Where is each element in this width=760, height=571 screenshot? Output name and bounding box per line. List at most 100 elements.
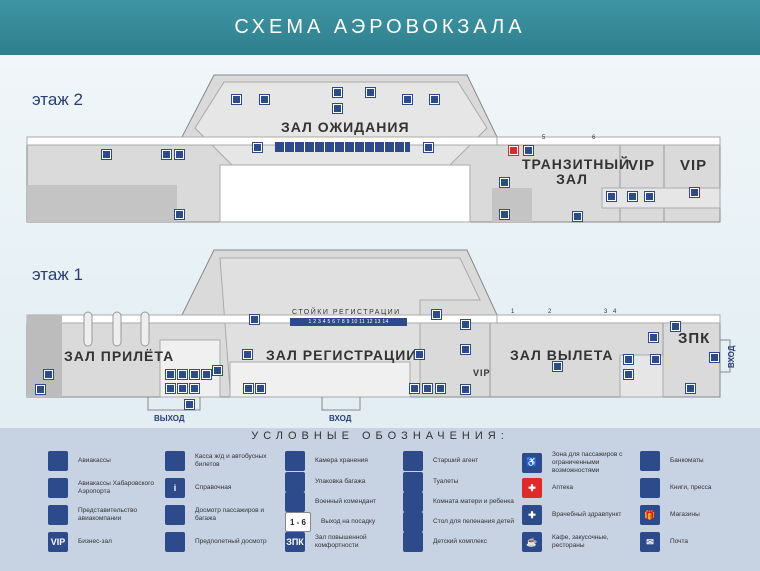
airline-rep-icon bbox=[48, 505, 68, 525]
legend-item: VIP Бизнес-зал bbox=[48, 532, 166, 552]
gate-2-label: 2 bbox=[548, 309, 552, 315]
atm-icon bbox=[259, 94, 270, 105]
train-icon bbox=[165, 451, 185, 471]
gate-4-label: 4 bbox=[613, 309, 617, 315]
ticket-icon bbox=[48, 451, 68, 471]
toilet-icon bbox=[243, 383, 254, 394]
legend-item: Военный комендант bbox=[285, 492, 403, 512]
legend-label: Бизнес-зал bbox=[78, 538, 112, 546]
entrance-checkin: ВХОД bbox=[329, 414, 352, 423]
legend-label: Упаковка багажа bbox=[315, 478, 366, 486]
legend-label: Авиакассы bbox=[78, 457, 111, 465]
exit-arrivals: ВЫХОД bbox=[154, 414, 185, 423]
gate-5-label: 5 bbox=[542, 135, 546, 141]
toilet-icon bbox=[409, 383, 420, 394]
floor-1-label: этаж 1 bbox=[32, 265, 83, 284]
rocking-horse-icon bbox=[403, 532, 423, 552]
cafe-icon bbox=[332, 103, 343, 114]
rocking-horse-icon bbox=[572, 211, 583, 222]
cafe-icon bbox=[101, 149, 112, 160]
gift-shop-icon bbox=[552, 361, 563, 372]
atm-icon bbox=[402, 94, 413, 105]
cafe-icon bbox=[689, 187, 700, 198]
ticket-icon bbox=[48, 478, 68, 498]
toilet-icon bbox=[670, 321, 681, 332]
vip-icon: VIP bbox=[48, 532, 68, 552]
gift-shop-icon bbox=[623, 369, 634, 380]
atm-icon bbox=[231, 94, 242, 105]
legend-item: Досмотр пассажиров и багажа bbox=[165, 505, 283, 525]
security-scan-icon bbox=[460, 384, 471, 395]
mother-child-icon bbox=[403, 492, 423, 512]
cafe-icon bbox=[499, 209, 510, 220]
ticket-icon bbox=[242, 349, 253, 360]
train-icon bbox=[177, 369, 188, 380]
wheelchair-icon bbox=[43, 369, 54, 380]
cafe-icon bbox=[174, 149, 185, 160]
legend-item: ЗПК Зал повышенной комфортности bbox=[285, 532, 403, 552]
legend-label: Почта bbox=[670, 538, 689, 546]
pharmacy-icon bbox=[508, 145, 519, 156]
toilet-icon bbox=[189, 383, 200, 394]
legend-item: Банкоматы bbox=[640, 451, 758, 471]
legend-item: Касса ж/д и автобусных билетов bbox=[165, 451, 283, 471]
legend-label: Комната матери и ребенка bbox=[433, 498, 514, 506]
toilet-icon bbox=[165, 369, 176, 380]
legend-item: Предполетный досмотр bbox=[165, 532, 283, 552]
legend-label: Стол для пеленания детей bbox=[433, 518, 514, 526]
hall-vip-1: VIP bbox=[628, 157, 656, 174]
legend-item: Туалеты bbox=[403, 472, 521, 492]
cafe-icon bbox=[249, 314, 260, 325]
gift-shop-icon: 🎁 bbox=[640, 505, 660, 525]
info-icon bbox=[212, 365, 223, 376]
toilet-icon bbox=[403, 472, 423, 492]
legend-label: Детский комплекс bbox=[433, 538, 487, 546]
legend-label: Касса ж/д и автобусных билетов bbox=[195, 453, 267, 468]
legend-label: Досмотр пассажиров и багажа bbox=[195, 507, 265, 522]
baby-change-icon bbox=[403, 512, 423, 532]
senior-agent-icon bbox=[332, 87, 343, 98]
medical-icon bbox=[35, 384, 46, 395]
legend-item: Старший агент bbox=[403, 451, 521, 471]
cafe-icon bbox=[648, 332, 659, 343]
gate-3-label: 3 bbox=[604, 309, 608, 315]
page-title: СХЕМА АЭРОВОКЗАЛА bbox=[0, 0, 760, 55]
floor-1-outline bbox=[26, 249, 731, 411]
waiting-cafe-row bbox=[275, 142, 410, 152]
ticket-icon bbox=[189, 369, 200, 380]
senior-agent-icon bbox=[365, 87, 376, 98]
security-scan-icon bbox=[460, 344, 471, 355]
gate-icon: 1 - 6 bbox=[285, 512, 311, 532]
legend-item: ✚Аптека bbox=[522, 478, 640, 498]
security-scan-icon bbox=[165, 505, 185, 525]
legend-label: Военный комендант bbox=[315, 498, 377, 506]
security-scan-icon bbox=[460, 319, 471, 330]
toilet-icon bbox=[177, 383, 188, 394]
gate-6-label: 6 bbox=[592, 135, 596, 141]
toilet-icon bbox=[422, 383, 433, 394]
legend-item: ☕Кафе, закусочные, рестораны bbox=[522, 532, 640, 552]
baggage-wrap-icon bbox=[285, 472, 305, 492]
senior-agent-icon bbox=[201, 369, 212, 380]
military-officer-icon bbox=[285, 492, 305, 512]
legend-label: Зал повышенной комфортности bbox=[315, 534, 367, 549]
legend-label: Врачебный здравпункт bbox=[552, 511, 622, 519]
legend-label: Предполетный досмотр bbox=[195, 538, 267, 546]
ticket-icon bbox=[414, 349, 425, 360]
toilet-icon bbox=[165, 383, 176, 394]
legend-item: Детский комплекс bbox=[403, 532, 521, 552]
legend-item: Авиакассы Хабаровского Аэропорта bbox=[48, 478, 166, 498]
floor-2-label: этаж 2 bbox=[32, 90, 83, 109]
cafe-icon bbox=[623, 354, 634, 365]
legend-label: Аптека bbox=[552, 484, 573, 492]
toilet-icon bbox=[627, 191, 638, 202]
floor-2-outline bbox=[26, 74, 721, 223]
comfort-lounge-icon: ЗПК bbox=[285, 532, 305, 552]
gift-shop-icon bbox=[499, 177, 510, 188]
legend-item: ✉Почта bbox=[640, 532, 758, 552]
cafe-icon bbox=[523, 145, 534, 156]
cafe-icon bbox=[431, 309, 442, 320]
legend-item: Стол для пеленания детей bbox=[403, 512, 521, 532]
hall-arrivals: ЗАЛ ПРИЛЁТА bbox=[64, 348, 175, 364]
